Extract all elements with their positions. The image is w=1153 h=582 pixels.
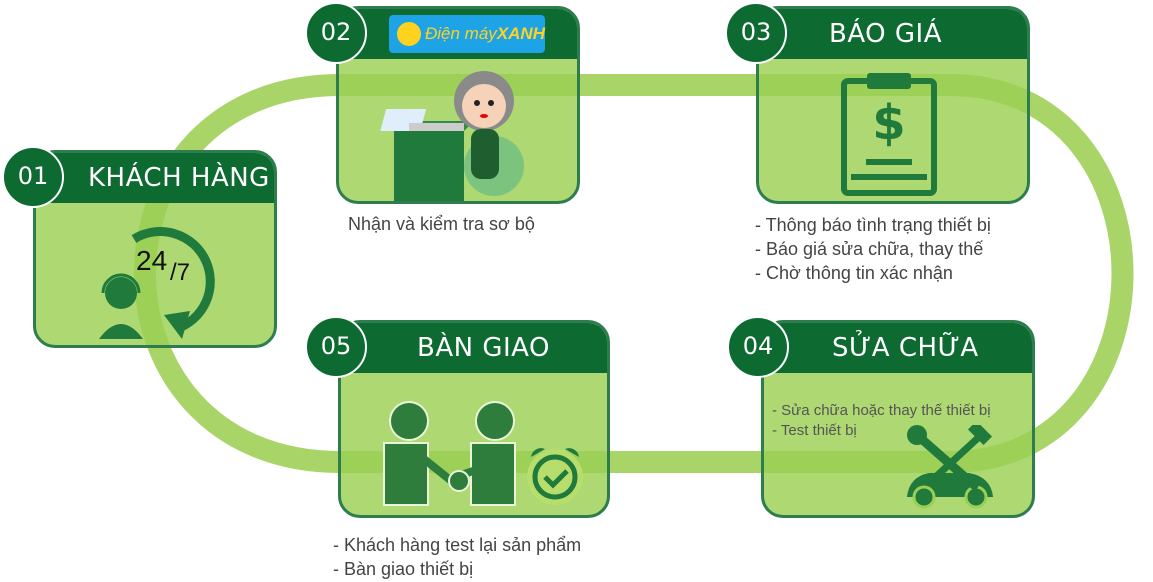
logo-text-a: Điện máy <box>425 24 497 43</box>
icon-text-7: /7 <box>170 259 191 286</box>
description-line: - Bàn giao thiết bị <box>333 559 474 579</box>
step-description: - Thông báo tình trạng thiết bị - Báo gi… <box>755 213 991 285</box>
step-number-badge: 04 <box>727 316 789 378</box>
running-man-logo-icon <box>397 22 421 46</box>
description-line: - Thông báo tình trạng thiết bị <box>755 215 991 235</box>
price-clipboard-icon: $ <box>841 73 937 196</box>
step-header <box>759 9 1027 59</box>
step-number-badge: 02 <box>305 2 367 64</box>
step-title: BÁO GIÁ <box>829 19 942 49</box>
step-card-04: SỬA CHỮA - Sửa chữa hoặc thay thế thiết … <box>761 320 1035 518</box>
step-title: SỬA CHỮA <box>832 333 979 363</box>
description-line: - Chờ thông tin xác nhận <box>755 263 953 283</box>
operator-at-desk-icon <box>380 71 524 201</box>
step-title: KHÁCH HÀNG <box>88 163 270 193</box>
step-card-02: Điện máyXANH <box>336 6 580 204</box>
description-line: - Sửa chữa hoặc thay thế thiết bị <box>772 402 991 419</box>
logo-text-b: XANH <box>496 24 545 43</box>
step-card-01: KHÁCH HÀNG 24 /7 <box>33 150 277 348</box>
step-description: - Khách hàng test lại sản phẩm - Bàn gia… <box>333 533 581 581</box>
step-description: Nhận và kiểm tra sơ bộ <box>348 212 535 236</box>
description-line: - Khách hàng test lại sản phẩm <box>333 535 582 555</box>
handshake-alarm-icon <box>383 401 583 506</box>
step-title: BÀN GIAO <box>417 333 550 363</box>
svg-text:$: $ <box>872 95 905 151</box>
description-line: Nhận và kiểm tra sơ bộ <box>348 214 535 234</box>
step-card-05: BÀN GIAO <box>338 320 610 518</box>
step-number-badge: 05 <box>305 316 367 378</box>
dienmayxanh-logo: Điện máyXANH <box>389 15 545 53</box>
step-number-badge: 03 <box>725 2 787 64</box>
description-line: - Báo giá sửa chữa, thay thế <box>755 239 984 259</box>
icon-text-24: 24 <box>136 245 168 276</box>
step-number-badge: 01 <box>2 146 64 208</box>
repair-tools-car-icon <box>907 425 993 509</box>
step-card-03: BÁO GIÁ $ <box>756 6 1030 204</box>
